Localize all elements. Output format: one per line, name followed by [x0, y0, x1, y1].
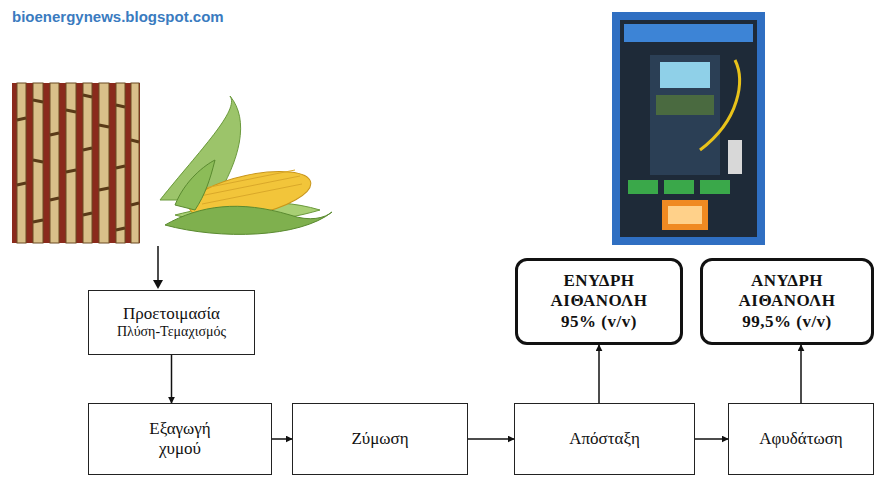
product-box: ΑΝΥΔΡΗ ΑΙΘΑΝΟΛΗ99,5% (v/v): [700, 258, 874, 345]
flow-arrow: [598, 345, 600, 403]
process-box: Ζύμωση: [292, 403, 468, 475]
box-title: Ζύμωση: [351, 429, 408, 449]
corn-picture: [160, 96, 332, 234]
box-title: Αφυδάτωση: [759, 429, 843, 449]
box-subtitle: 99,5% (v/v): [742, 312, 832, 332]
process-box: Απόσταξη: [514, 403, 695, 475]
box-subtitle: 95% (v/v): [561, 312, 637, 332]
watermark: bioenergynews.blogspot.com: [12, 8, 224, 25]
sugarcane-picture: [12, 83, 140, 243]
input-arrow: [153, 246, 163, 289]
flow-arrow: [800, 345, 802, 403]
flow-arrow: [695, 438, 728, 440]
product-box: ΕΝΥΔΡΗ ΑΙΘΑΝΟΛΗ95% (v/v): [515, 258, 683, 345]
flow-arrow: [171, 355, 173, 403]
box-title: ΕΝΥΔΡΗ ΑΙΘΑΝΟΛΗ: [524, 271, 674, 312]
process-box: Αφυδάτωση: [728, 403, 874, 475]
box-subtitle: Πλύση-Τεμαχισμός: [117, 324, 226, 341]
fuel-pump-picture: [612, 12, 765, 245]
box-title: ΑΝΥΔΡΗ ΑΙΘΑΝΟΛΗ: [709, 271, 865, 312]
process-box: Εξαγωγή χυμού: [88, 403, 272, 475]
flow-arrow: [468, 438, 514, 440]
box-title: Προετοιμασία: [123, 304, 220, 324]
box-title: Εξαγωγή χυμού: [135, 419, 225, 460]
box-title: Απόσταξη: [569, 429, 640, 449]
flow-arrow: [272, 438, 292, 440]
process-box: ΠροετοιμασίαΠλύση-Τεμαχισμός: [88, 290, 255, 355]
